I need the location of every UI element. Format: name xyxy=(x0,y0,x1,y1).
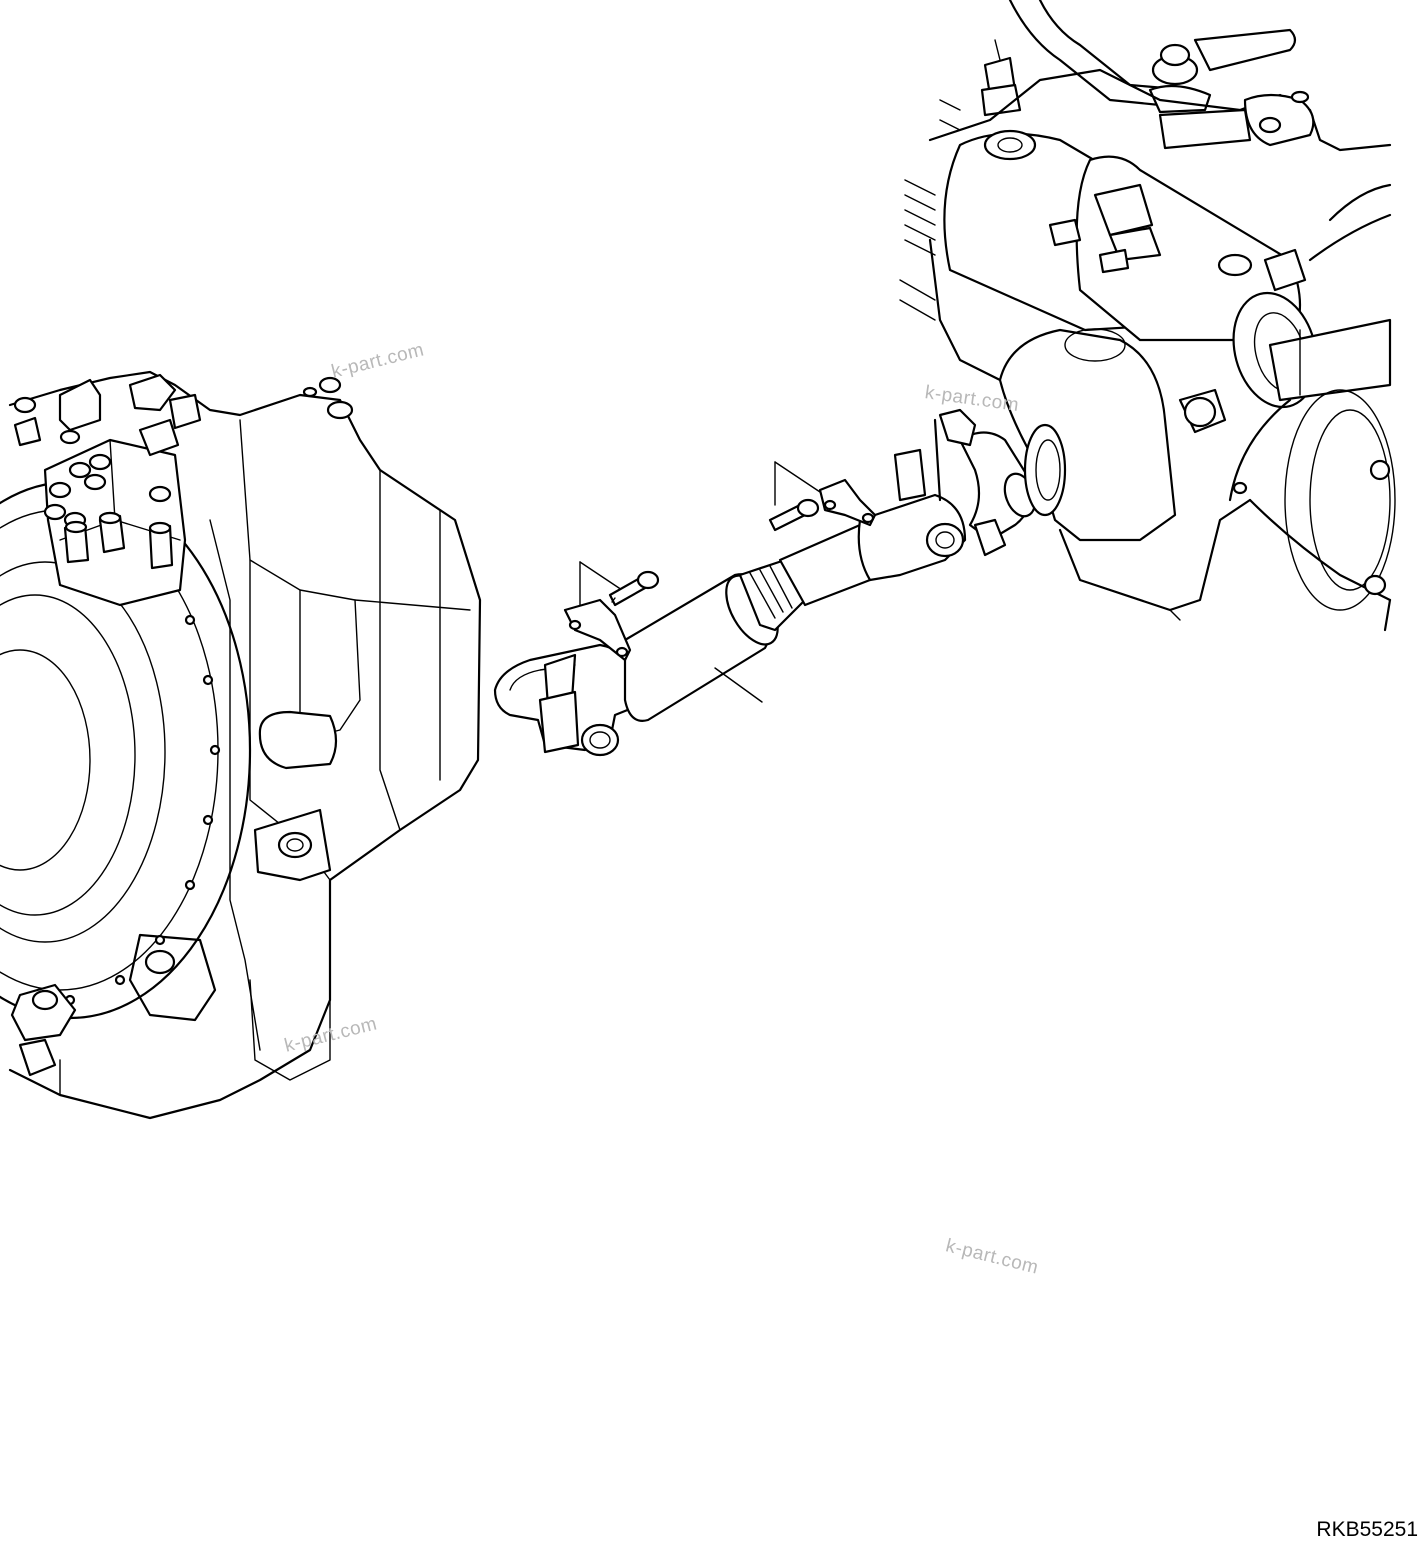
transmission-housing xyxy=(0,370,482,1120)
front-clamp xyxy=(563,598,632,662)
part-leader-line xyxy=(714,667,763,703)
rear-yoke xyxy=(857,493,967,582)
drive-shaft-assembly xyxy=(493,408,1037,757)
axle-housing xyxy=(899,0,1396,632)
front-bolt xyxy=(608,570,660,607)
valve-block-bolts xyxy=(43,453,172,529)
figure-reference-code: RKB55251 xyxy=(1316,1518,1418,1541)
rear-bolt xyxy=(768,498,820,532)
